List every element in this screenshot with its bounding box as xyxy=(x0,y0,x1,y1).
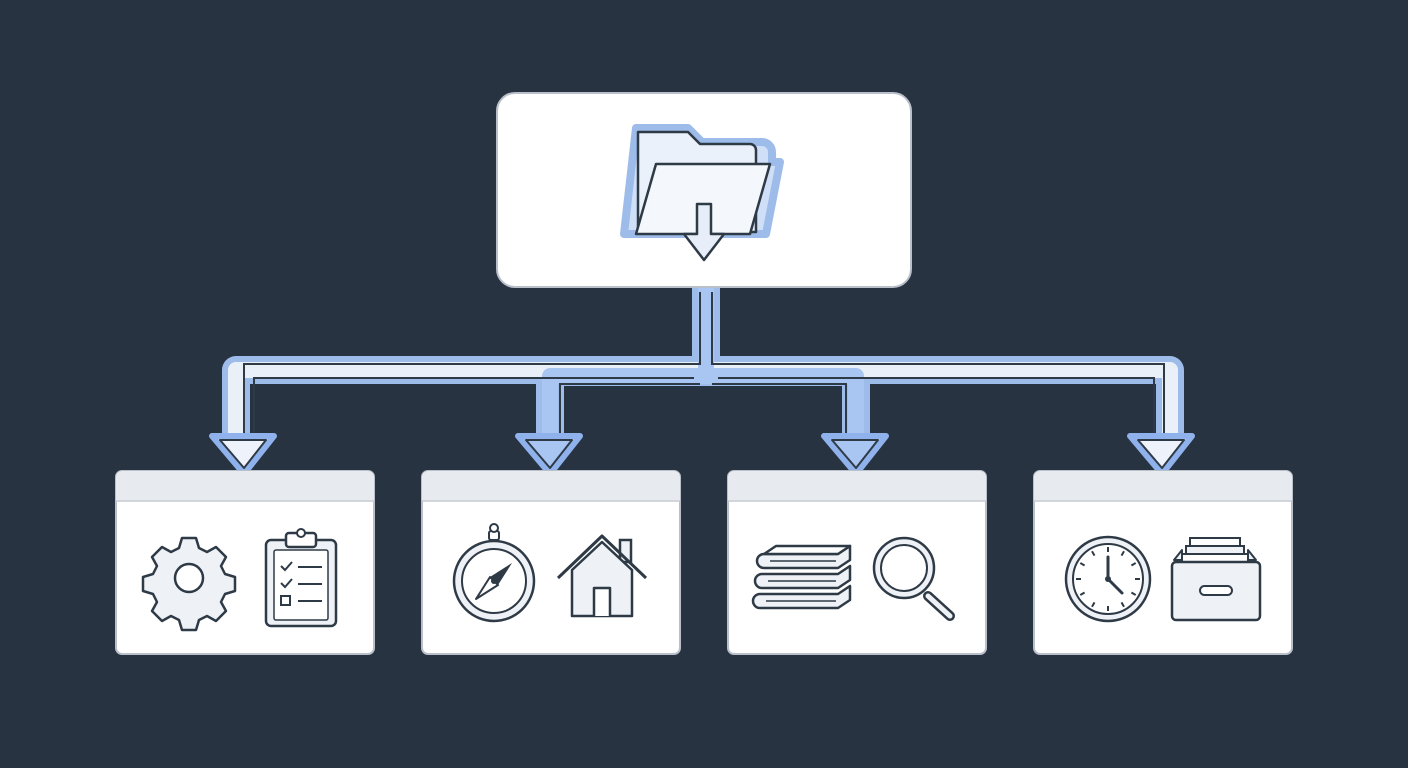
arrow-head-4-inner xyxy=(1137,439,1185,469)
target-card-3 xyxy=(727,470,987,655)
connector-line-2 xyxy=(711,292,1165,440)
target-card-4 xyxy=(1033,470,1293,655)
house-icon xyxy=(556,534,648,618)
connector-fill-2 xyxy=(542,368,706,442)
arrow-heads xyxy=(209,433,1195,477)
connector-line-4 xyxy=(712,383,847,440)
arrow-head-1-inner xyxy=(219,439,267,469)
file-archive-box-icon xyxy=(1170,537,1262,622)
connector-fill-3 xyxy=(706,368,864,442)
clipboard-checklist-icon xyxy=(264,528,338,628)
connectors xyxy=(209,288,1195,477)
arrow-head-3-inner xyxy=(831,439,879,469)
arrow-head-2-inner xyxy=(525,439,573,469)
folder-download-icon xyxy=(620,124,784,262)
source-card xyxy=(496,92,912,288)
compass-icon xyxy=(452,523,536,623)
target-card-2 xyxy=(421,470,681,655)
target-card-1 xyxy=(115,470,375,655)
stacked-books-icon xyxy=(751,544,852,610)
clock-icon xyxy=(1064,535,1152,623)
magnifier-icon xyxy=(872,536,955,621)
connector-line-2b xyxy=(718,377,1155,440)
connector-line-1b xyxy=(253,377,694,440)
gear-icon xyxy=(141,536,237,632)
connector-line-3 xyxy=(559,383,700,440)
connector-line-1 xyxy=(243,292,701,440)
